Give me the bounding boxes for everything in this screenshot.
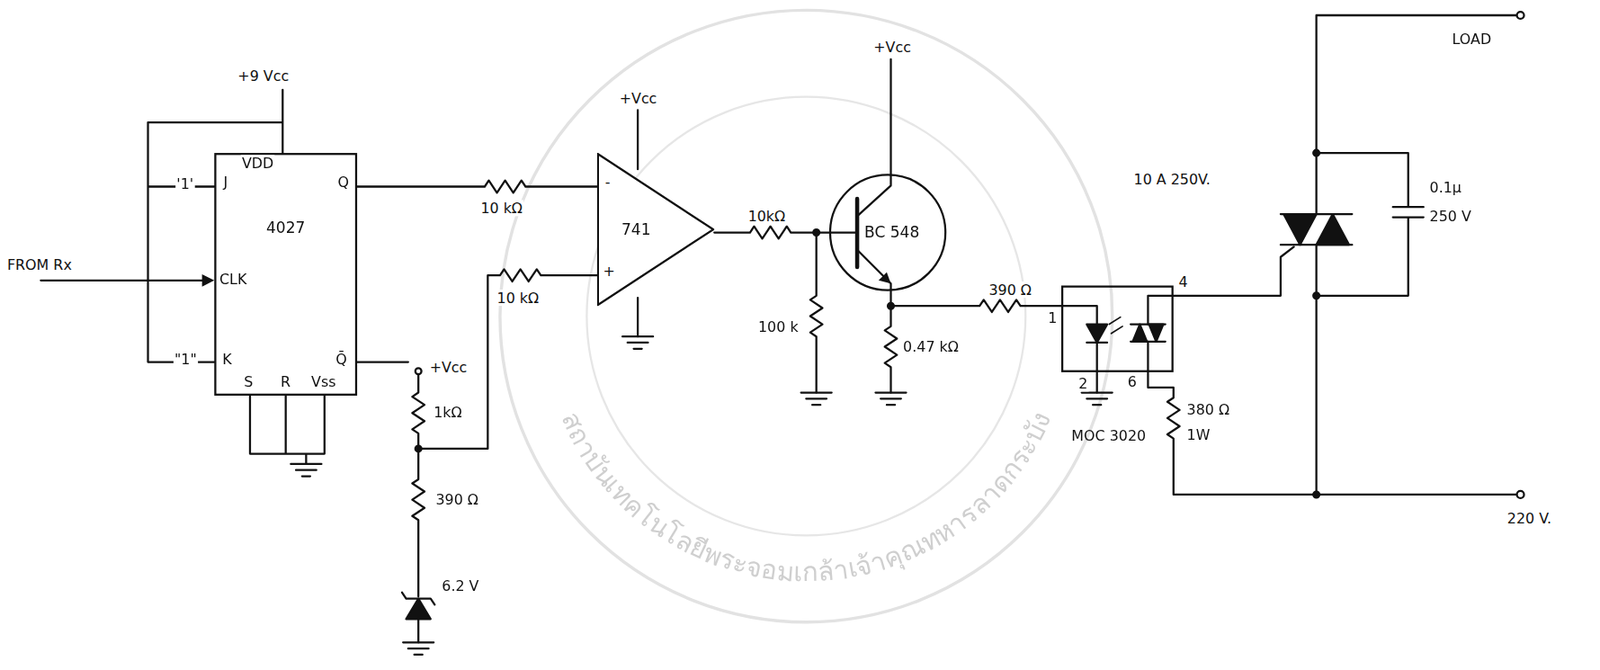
optocoupler-box: MOC 3020 (1061, 285, 1174, 372)
circuit-label: + (601, 263, 617, 280)
circuit-label: +Vcc (618, 89, 659, 107)
circuit-label: Q̄ (334, 350, 349, 367)
circuit-label: 10 A 250V. (1132, 170, 1212, 188)
circuit-label: 380 Ω (1185, 402, 1231, 419)
circuit-label: Q (336, 173, 350, 190)
circuit-label: +Vcc (429, 358, 469, 376)
circuit-label: 10 kΩ (495, 289, 540, 306)
node-text: 741 (621, 220, 651, 239)
circuit-label: 390 Ω (987, 281, 1033, 298)
circuit-label: VDD (241, 154, 276, 171)
svg-text:สถาบันเทคโนโลยีพระจอมเกล้าเจ้า: สถาบันเทคโนโลยีพระจอมเกล้าเจ้าคุณทหารลาด… (554, 407, 1057, 588)
circuit-label: LOAD (1450, 30, 1493, 47)
transistor-circle: BC 548 (828, 173, 948, 293)
circuit-label: 1W (1185, 426, 1211, 443)
circuit-label: R (279, 373, 292, 390)
circuit-label: 6.2 V (440, 577, 480, 594)
opamp-triangle-outline (597, 152, 715, 306)
circuit-label: 1kΩ (432, 403, 464, 421)
circuit-label: CLK (218, 271, 249, 288)
watermark-text: สถาบันเทคโนโลยีพระจอมเกล้าเจ้าคุณทหารลาด… (554, 407, 1057, 588)
circuit-label: 250 V (1428, 207, 1473, 224)
circuit-label: 4 (1177, 273, 1189, 290)
node-text: 4027 (266, 218, 305, 237)
circuit-label: 390 Ω (434, 491, 480, 509)
circuit-label: 220 V. (1506, 509, 1554, 527)
circuit-label: - (604, 173, 612, 190)
circuit-label: '1' (175, 175, 195, 192)
circuit-label: 100 k (757, 318, 800, 335)
circuit-label: "1" (173, 350, 198, 367)
node-text: BC 548 (864, 223, 920, 242)
circuit-label: 0.1μ (1428, 179, 1463, 197)
circuit-label: S (242, 373, 254, 390)
circuit-label: J (222, 173, 229, 190)
circuit-label: 0.47 kΩ (902, 338, 960, 355)
circuit-label: 6 (1126, 373, 1138, 390)
circuit-label: FROM Rx (6, 257, 73, 274)
circuit-label: 1 (1046, 310, 1058, 327)
circuit-label: 10kΩ (747, 207, 787, 224)
circuit-label: +Vcc (872, 38, 912, 55)
circuit-label: +9 Vcc (236, 67, 290, 84)
opamp-triangle: 741 (597, 152, 715, 306)
circuit-label: Vss (310, 373, 338, 390)
circuit-label: 10 kΩ (479, 199, 524, 216)
node-text: MOC 3020 (1071, 426, 1146, 445)
circuit-label: 2 (1077, 375, 1089, 392)
circuit-label: K (221, 350, 233, 367)
